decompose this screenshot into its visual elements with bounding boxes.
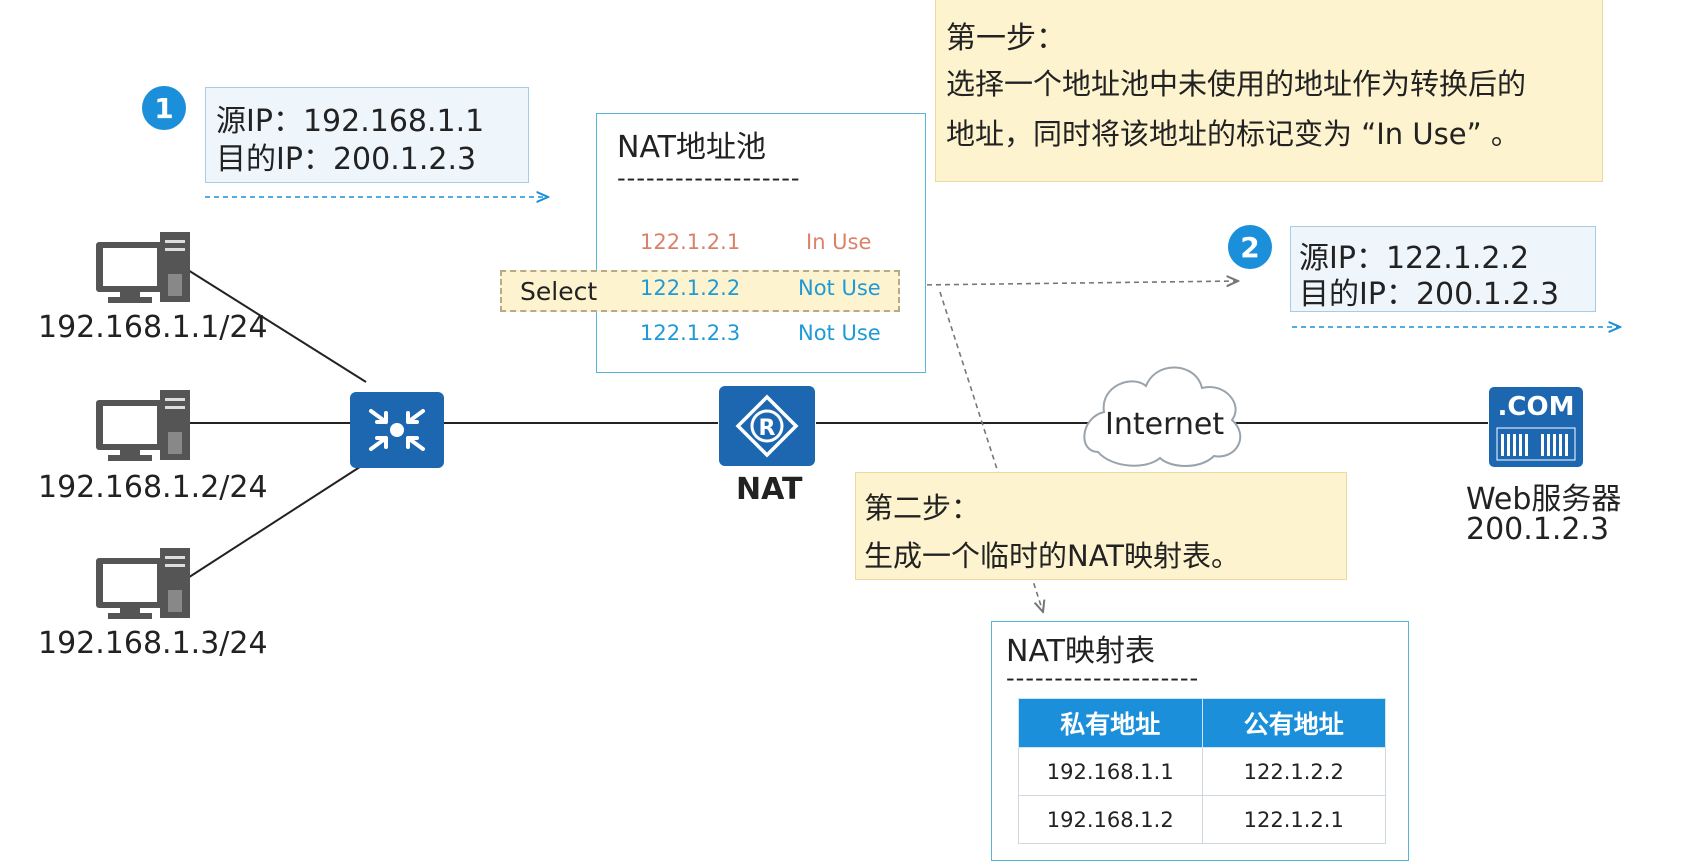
pool-row-1-status: In Use [806,230,872,254]
step2-box: 第二步： 生成一个临时的NAT映射表。 [855,472,1347,580]
nat-table-title: NAT映射表 [1006,634,1155,669]
packet2-src: 源IP：122.1.2.2 [1299,241,1530,276]
table-header-row: 私有地址 公有地址 [1018,698,1386,748]
step1-box: 第一步： 选择一个地址池中未使用的地址作为转换后的 地址，同时将该地址的标记变为… [935,0,1603,182]
server-name: Web服务器 [1466,482,1622,517]
pool-row-2-status: Not Use [798,276,881,300]
table-row: 192.168.1.2 122.1.2.1 [1018,795,1386,844]
step2-line1: 生成一个临时的NAT映射表。 [864,539,1240,573]
nat-mapping-table: 私有地址 公有地址 192.168.1.1 122.1.2.2 192.168.… [1018,698,1386,844]
nat-pool-title: NAT地址池 [617,130,766,165]
cloud-icon [1083,366,1242,467]
table-cell: 192.168.1.1 [1018,747,1203,796]
table-row: 192.168.1.1 122.1.2.2 [1018,747,1386,796]
packet2-dst: 目的IP：200.1.2.3 [1299,277,1560,312]
packet1-badge: 1 [142,86,186,130]
nat-table-divider: -------------------- [1006,664,1200,692]
packet1-dst: 目的IP：200.1.2.3 [216,142,477,177]
nat-pool-divider: ------------------- [617,164,801,192]
table-cell: 122.1.2.1 [1201,795,1386,844]
desktop-computer-icon [96,232,190,303]
web-server-icon [1489,387,1583,467]
step2-title: 第二步： [864,491,981,525]
nat-table-box: NAT映射表 -------------------- 私有地址 公有地址 19… [991,621,1409,861]
header-private-address: 私有地址 [1018,698,1203,748]
server-badge: .COM [1497,392,1575,422]
packet1-src: 源IP：192.168.1.1 [216,104,485,139]
pool-row-2-ip: 122.1.2.2 [640,276,741,300]
switch-icon [350,392,444,468]
host-2[interactable] [94,388,198,464]
host-3[interactable] [94,546,198,622]
router-glyph: R [759,416,776,441]
step1-line1: 选择一个地址池中未使用的地址作为转换后的 [946,67,1527,101]
desktop-computer-icon [96,390,190,461]
host-1[interactable] [94,230,198,306]
link-host1-switch [179,264,367,383]
step1-title: 第一步： [946,21,1066,56]
internet-label: Internet [1105,407,1225,442]
router-icon: R [719,386,815,466]
packet2-badge: 2 [1228,225,1272,269]
nat-label: NAT [736,472,803,507]
header-public-address: 公有地址 [1201,698,1386,748]
nat-router[interactable]: R [718,385,816,467]
table-cell: 192.168.1.2 [1018,795,1203,844]
host-2-label: 192.168.1.2/24 [38,470,268,505]
pool-row-3-status: Not Use [798,321,881,345]
select-to-packet2-arrow [917,281,1238,285]
select-label: Select [520,277,598,306]
packet2-info-box: 源IP：122.1.2.2 目的IP：200.1.2.3 [1290,226,1596,312]
desktop-computer-icon [96,548,190,619]
pool-row-1-ip: 122.1.2.1 [640,230,741,254]
pool-row-3-ip: 122.1.2.3 [640,321,741,345]
link-host3-switch [179,462,367,584]
nat-pool-box: NAT地址池 ------------------- [596,113,926,373]
host-1-label: 192.168.1.1/24 [38,310,268,345]
server-ip: 200.1.2.3 [1466,512,1610,547]
host-3-label: 192.168.1.3/24 [38,626,268,661]
switch[interactable] [349,391,445,469]
step1-line2: 地址，同时将该地址的标记变为 “In Use” 。 [946,117,1520,151]
web-server[interactable]: .COM [1488,386,1584,468]
packet1-info-box: 源IP：192.168.1.1 目的IP：200.1.2.3 [205,87,529,183]
select-highlight: Select [500,270,900,312]
table-cell: 122.1.2.2 [1201,747,1386,796]
